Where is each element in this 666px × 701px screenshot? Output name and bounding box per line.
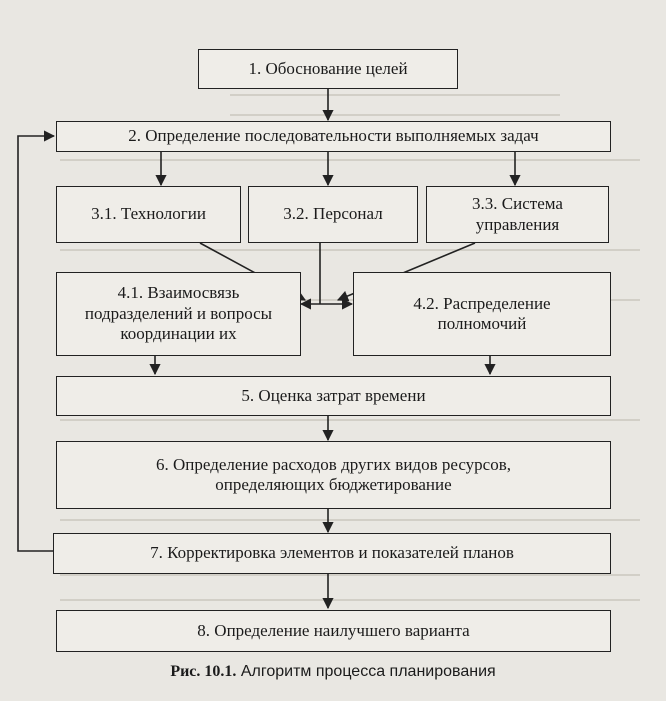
step-2-box: 2. Определение последовательности выполн… xyxy=(56,121,611,152)
step-3-2-label: 3.2. Персонал xyxy=(283,204,383,224)
step-7-label: 7. Корректировка элементов и показателей… xyxy=(150,543,514,563)
step-3-1-box: 3.1. Технологии xyxy=(56,186,241,243)
step-6-box: 6. Определение расходов других видов рес… xyxy=(56,441,611,509)
step-5-label: 5. Оценка затрат времени xyxy=(241,385,426,405)
step-8-box: 8. Определение наилучшего варианта xyxy=(56,610,611,652)
step-6-label: 6. Определение расходов других видов рес… xyxy=(156,454,511,494)
feedback-loop-7-to-2 xyxy=(17,130,56,552)
step-5-box: 5. Оценка затрат времени xyxy=(56,376,611,416)
step-3-3-box: 3.3. Система управления xyxy=(426,186,609,243)
figure-caption-text: Алгоритм процесса планирования xyxy=(236,663,496,680)
step-4-1-box: 4.1. Взаимосвязь подразделений и вопросы… xyxy=(56,272,301,356)
step-3-2-box: 3.2. Персонал xyxy=(248,186,418,243)
figure-caption: Рис. 10.1. Алгоритм процесса планировани… xyxy=(0,663,666,681)
step-2-label: 2. Определение последовательности выполн… xyxy=(128,126,539,146)
step-1-label: 1. Обоснование целей xyxy=(248,58,408,78)
step-7-box: 7. Корректировка элементов и показателей… xyxy=(53,533,611,574)
step-3-3-label: 3.3. Система управления xyxy=(472,194,563,234)
figure-caption-number: Рис. 10.1. xyxy=(170,663,237,680)
step-4-2-label: 4.2. Распределение полномочий xyxy=(413,293,551,333)
step-4-1-label: 4.1. Взаимосвязь подразделений и вопросы… xyxy=(84,283,273,344)
step-4-2-box: 4.2. Распределение полномочий xyxy=(353,272,611,356)
step-3-1-label: 3.1. Технологии xyxy=(91,204,206,224)
step-1-box: 1. Обоснование целей xyxy=(198,49,458,89)
step-8-label: 8. Определение наилучшего варианта xyxy=(197,620,470,640)
